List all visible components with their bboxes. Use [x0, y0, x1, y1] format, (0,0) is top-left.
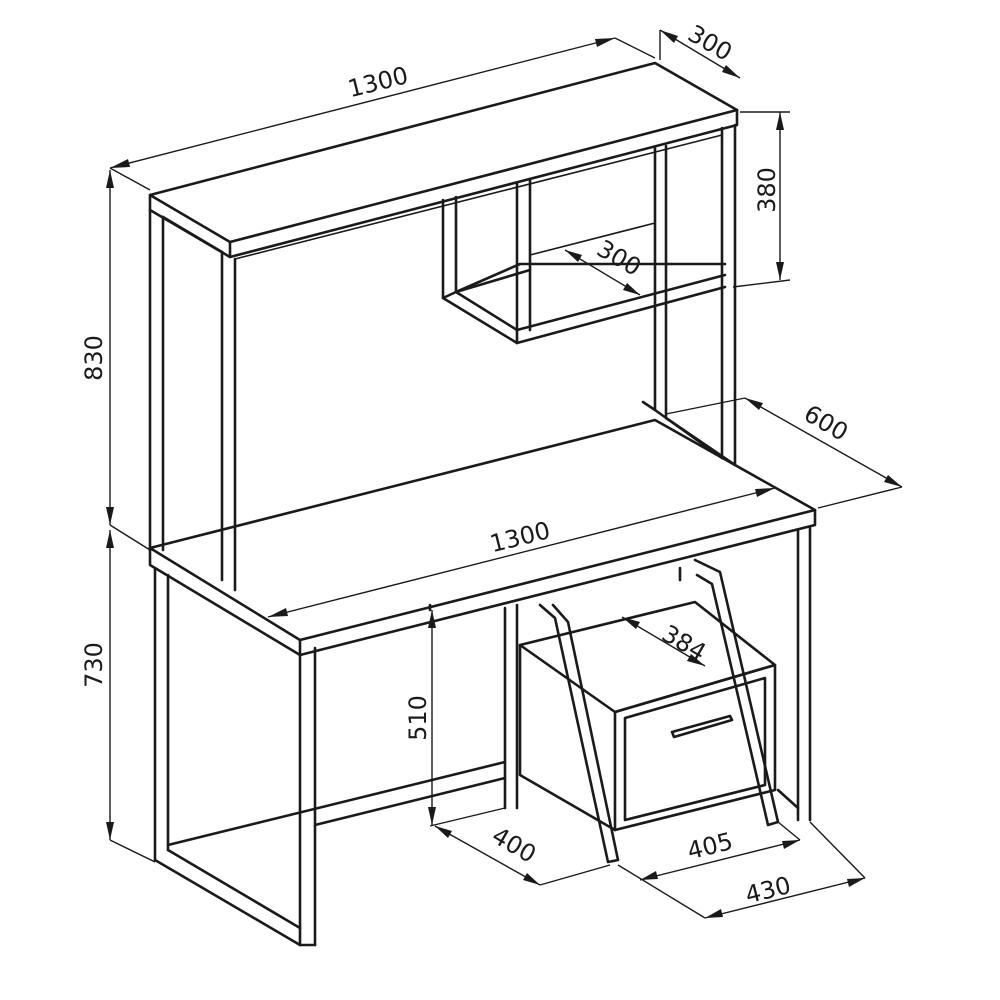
label-desk-depth: 600	[799, 399, 853, 446]
label-hutch-height: 830	[80, 335, 108, 381]
label-drawer-unit-depth: 430	[742, 871, 793, 909]
hutch	[148, 61, 739, 592]
label-desk-width: 1300	[487, 516, 553, 558]
label-desk-height: 730	[80, 642, 108, 688]
hutch-shelf-box	[441, 178, 727, 345]
label-leg-gap: 400	[487, 821, 541, 868]
desk	[148, 418, 817, 947]
dimension-lines	[106, 29, 903, 919]
drawer-front	[613, 663, 777, 832]
desk-top	[148, 418, 817, 642]
label-hutch-width: 1300	[345, 61, 411, 103]
drawer-unit	[518, 558, 780, 864]
label-shelf-height: 380	[753, 167, 781, 213]
label-drawer-width: 384	[657, 619, 711, 666]
label-shelf-depth: 300	[592, 234, 646, 281]
label-drawer-clearance: 510	[404, 695, 432, 741]
dimension-labels: 1300 300 380 300 830 600 1300 730 510 38…	[80, 19, 853, 909]
drawer-handle	[670, 714, 734, 739]
label-drawer-depth: 405	[684, 827, 735, 865]
